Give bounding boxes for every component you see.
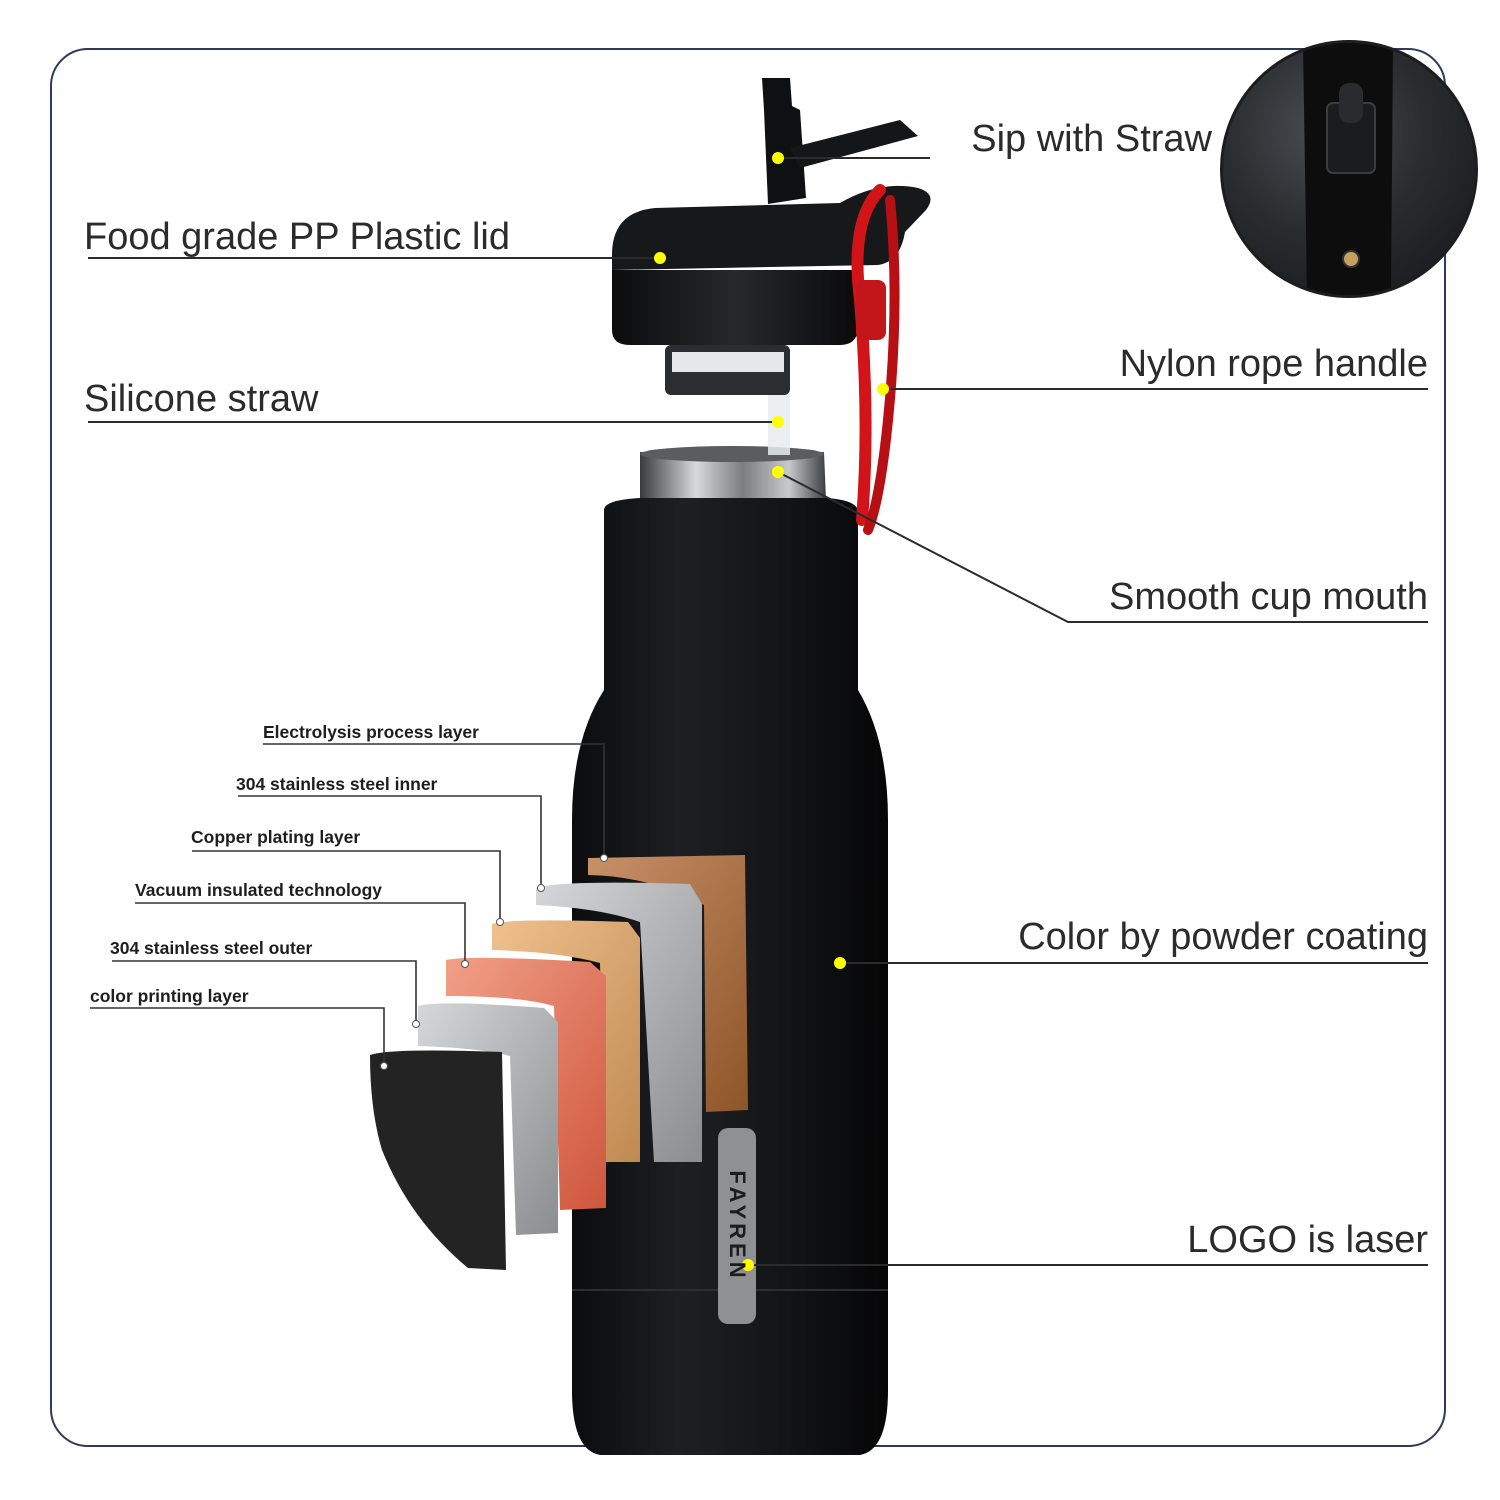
layer-line-2	[238, 795, 542, 886]
layer-electrolysis	[588, 855, 748, 1112]
dot-lid	[654, 252, 666, 264]
label-color-by-powder-coating: Color by powder coating	[1018, 916, 1428, 958]
callout-dots	[654, 152, 889, 1271]
logo-plate	[718, 1128, 756, 1324]
layer-label-vacuum: Vacuum insulated technology	[135, 880, 382, 900]
label-nylon-rope-handle: Nylon rope handle	[1119, 343, 1428, 385]
layer-lines	[90, 743, 605, 1064]
label-silicone-straw: Silicone straw	[84, 378, 319, 420]
layer-label-electrolysis: Electrolysis process layer	[263, 722, 479, 742]
label-logo-is-laser: LOGO is laser	[1187, 1219, 1428, 1261]
layer-vacuum	[446, 957, 606, 1210]
callout-lines	[88, 157, 1428, 1266]
dot-sip	[772, 152, 784, 164]
layer-steel-inner	[536, 882, 702, 1162]
label-smooth-cup-mouth: Smooth cup mouth	[1109, 576, 1428, 618]
rope-handle	[851, 184, 900, 535]
line-mouth	[777, 471, 1428, 623]
dot-rope	[877, 383, 889, 395]
label-food-grade-lid: Food grade PP Plastic lid	[84, 216, 510, 258]
layer-color-printing	[370, 1050, 506, 1270]
brand-logo-text: FAYREN	[725, 1170, 750, 1282]
dot-mouth	[772, 466, 784, 478]
layer-steel-outer	[418, 1003, 558, 1235]
layer-dots	[380, 854, 608, 1070]
layer-line-5	[112, 960, 417, 1022]
label-sip-with-straw: Sip with Straw	[971, 118, 1212, 160]
wall-layers	[370, 855, 748, 1270]
layer-line-4	[135, 902, 466, 962]
layer-label-steel-outer: 304 stainless steel outer	[110, 938, 313, 958]
dot-straw	[772, 416, 784, 428]
layer-line-1	[263, 743, 605, 856]
layer-line-6	[90, 1007, 385, 1064]
layer-label-steel-inner: 304 stainless steel inner	[236, 774, 438, 794]
straw-detail-inset	[1220, 40, 1478, 298]
dot-coating	[834, 957, 846, 969]
layer-line-3	[192, 850, 501, 920]
layer-label-copper-plating: Copper plating layer	[191, 827, 361, 847]
dot-logo	[742, 1259, 754, 1271]
layer-label-color-printing: color printing layer	[90, 986, 249, 1006]
lid	[612, 78, 931, 395]
